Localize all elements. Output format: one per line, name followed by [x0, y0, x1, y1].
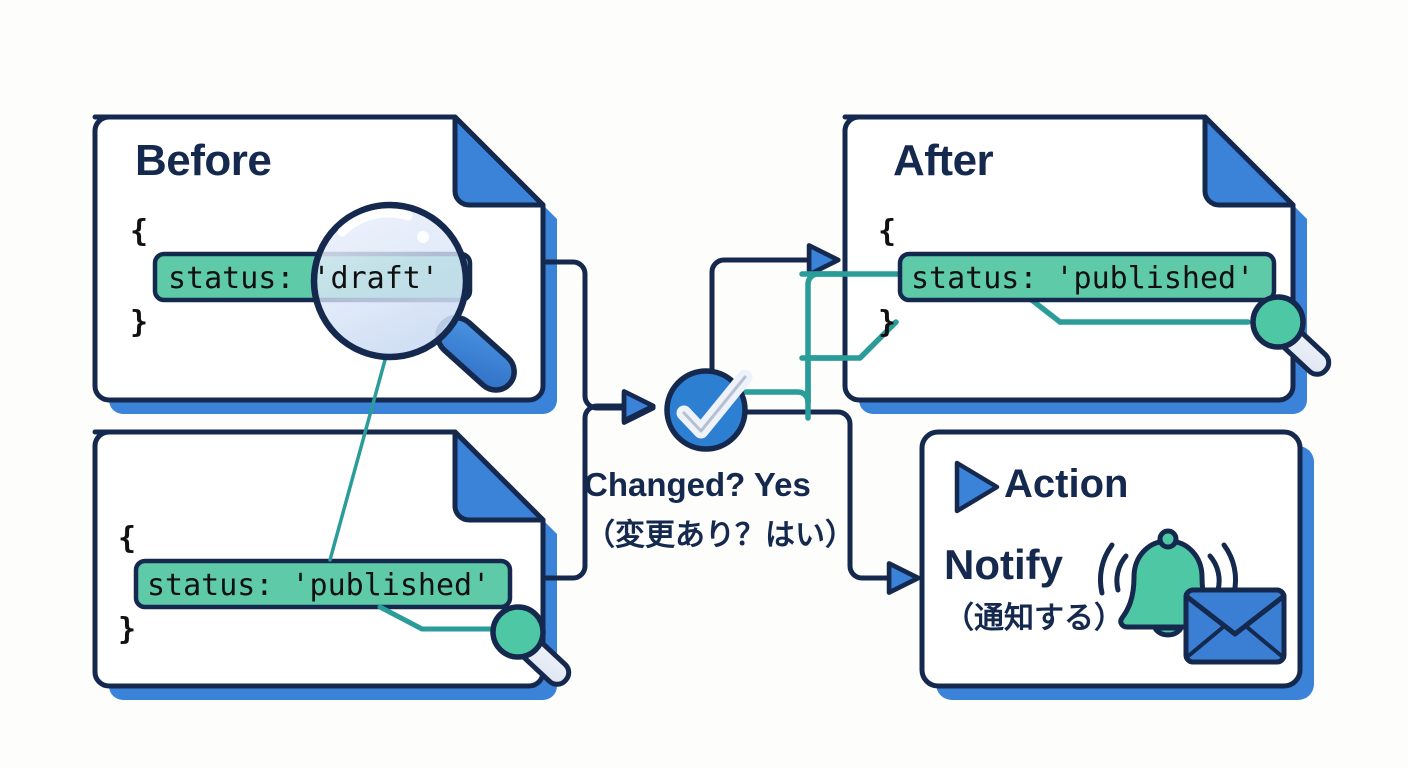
decision-label-en: Changed? Yes: [584, 466, 811, 503]
after-card-title: After: [893, 136, 994, 185]
before-alt-brace-close: }: [118, 612, 137, 647]
connector-decision-to-after: [709, 243, 841, 385]
connector-decision-to-action: [739, 409, 921, 595]
check-circle-icon[interactable]: [664, 368, 753, 452]
action-heading: Action: [1004, 462, 1129, 506]
notify-label-en: Notify: [944, 541, 1063, 588]
after-brace-close: }: [878, 305, 897, 340]
before-card-fold-icon: [452, 114, 546, 208]
envelope-icon: [1183, 587, 1287, 665]
before-alt-magnifier-icon: [377, 604, 572, 687]
before-alt-card-fold-icon: [452, 429, 546, 523]
connector-before-alt-to-decision: [542, 389, 656, 581]
flow-connectors: [542, 243, 921, 595]
before-brace-close: }: [130, 305, 149, 340]
before-alt-brace-open: {: [118, 521, 137, 556]
play-triangle-icon: [954, 460, 1000, 514]
teal-stub-from-decision: [743, 389, 811, 405]
before-alt-code-text: status: 'published': [147, 568, 491, 603]
after-code-pill: [897, 251, 1277, 303]
before-alt-pill-bg: [133, 558, 513, 610]
after-brace-open: {: [878, 214, 897, 249]
connector-before-to-decision: [542, 259, 656, 425]
decision-label-jp: （変更あり？はい）: [585, 519, 855, 552]
notify-label-jp: （通知する）: [944, 602, 1124, 635]
after-card-fold-icon: [1202, 114, 1296, 208]
before-code-text: status: 'draft': [168, 261, 439, 296]
after-pill-bg: [897, 251, 1277, 303]
teal-inlet-lower: [799, 319, 899, 361]
magnifier-icon: [310, 201, 517, 393]
before-brace-open: {: [130, 214, 149, 249]
after-teal-inlets: [799, 271, 1251, 361]
before-alt-code-pill: [133, 558, 513, 610]
after-magnifier-icon: [1250, 294, 1332, 377]
after-code-text: status: 'published': [911, 261, 1255, 296]
before-card-title: Before: [135, 136, 272, 185]
teal-thin-link-before-to-alt: [328, 358, 387, 562]
